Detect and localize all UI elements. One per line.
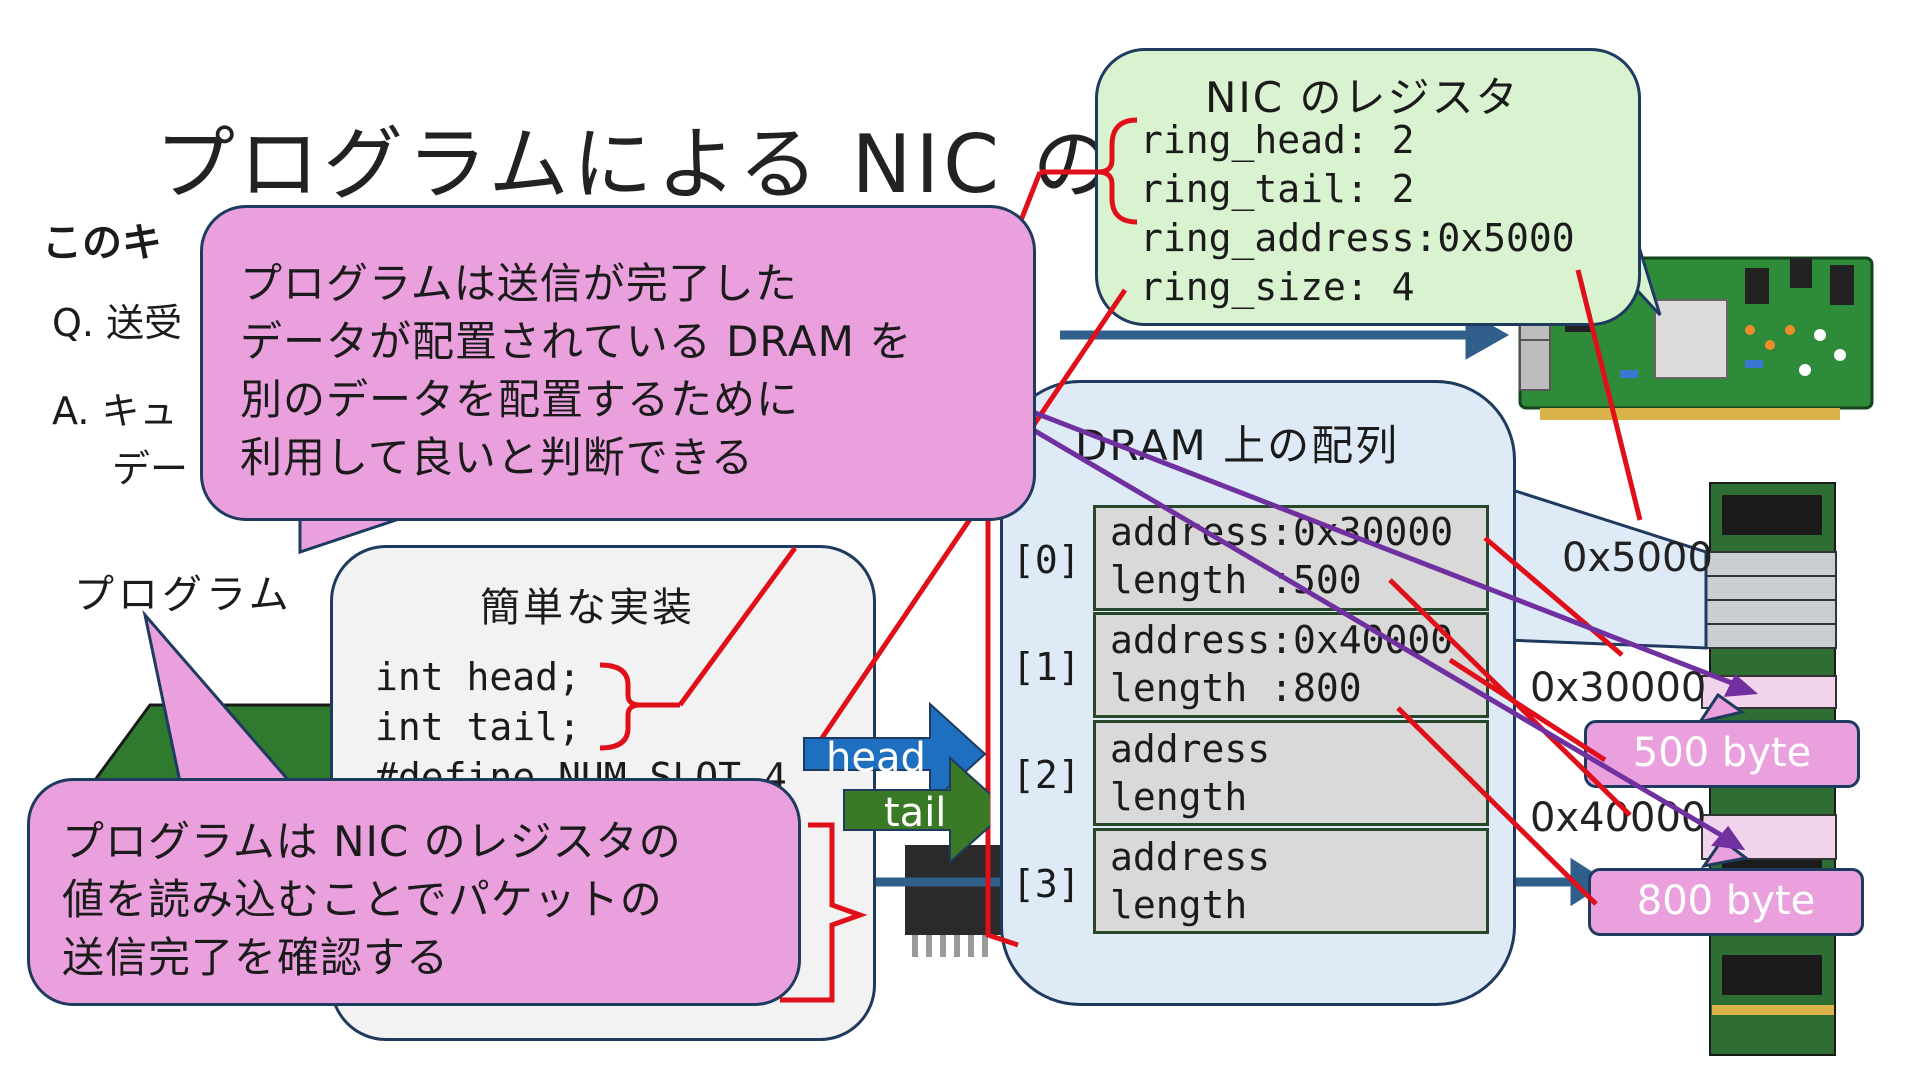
ring-slot-2 [1093,720,1489,826]
callout-bottom-line-1: プログラムは NIC のレジスタの [62,817,682,866]
nic-register-panel [1095,48,1641,326]
ring-slot-0 [1093,505,1489,611]
slot-index-0: [0] [1012,538,1081,582]
tail-pointer-label: tail [884,790,947,836]
code-line-tail: int tail; [375,705,581,749]
badge-500-byte: 500 byte [1584,720,1860,788]
question-line: Q. 送受 [52,301,183,345]
callout-top-line-3: 別のデータを配置するために [240,375,800,424]
callout-top-line-2: データが配置されている DRAM を [240,317,913,366]
callout-bottom-line-2: 値を読み込むことでパケットの [62,875,663,924]
answer-line-continued: デー [112,447,189,491]
answer-line: A. キュ [52,389,178,433]
slide-title: プログラムによる NIC の [155,118,1117,211]
callout-bottom-line-3: 送信完了を確認する [62,933,450,982]
program-label: プログラム [74,572,293,618]
slot-index-3: [3] [1012,862,1081,906]
code-panel-title: 簡単な実装 [480,585,695,631]
nic-register-title: NIC のレジスタ [1205,73,1520,122]
bus-arrows [860,310,1609,907]
tail-arrow-shape [843,755,990,865]
slot-2-length: length [1110,775,1248,819]
pointer-arrows [803,701,990,865]
dram-panel-title: DRAM 上の配列 [1075,421,1400,470]
reg-ring-tail: ring_tail: 2 [1140,167,1415,211]
callout-read-register [27,778,801,1006]
slot-1-length: length :800 [1110,666,1362,710]
ring-slot-3 [1093,828,1489,934]
section-heading: このキ [42,220,162,266]
badge-800-byte: 800 byte [1588,868,1864,936]
slot-3-length: length [1110,883,1248,927]
slot-2-address: address [1110,727,1271,771]
reg-ring-head: ring_head: 2 [1140,118,1415,162]
slot-0-address: address:0x30000 [1110,510,1454,554]
slot-index-2: [2] [1012,753,1081,797]
code-line-head: int head; [375,655,581,699]
reg-ring-size: ring_size: 4 [1140,265,1415,309]
ring-slot-1 [1093,612,1489,718]
callout-reuse-dram [200,205,1036,521]
callout-top-line-4: 利用して良いと判断できる [240,433,754,482]
slot-index-1: [1] [1012,645,1081,689]
callout-top-line-1: プログラムは送信が完了した [240,259,798,308]
slot-1-address: address:0x40000 [1110,618,1454,662]
addr-label-30000: 0x30000 [1530,665,1707,711]
addr-label-ring: 0x5000 [1562,535,1713,581]
head-pointer-label: head [826,735,926,781]
reg-ring-address: ring_address:0x5000 [1140,216,1575,260]
slot-3-address: address [1110,835,1271,879]
chip-image [905,845,1015,957]
slot-0-length: length :500 [1110,558,1362,602]
